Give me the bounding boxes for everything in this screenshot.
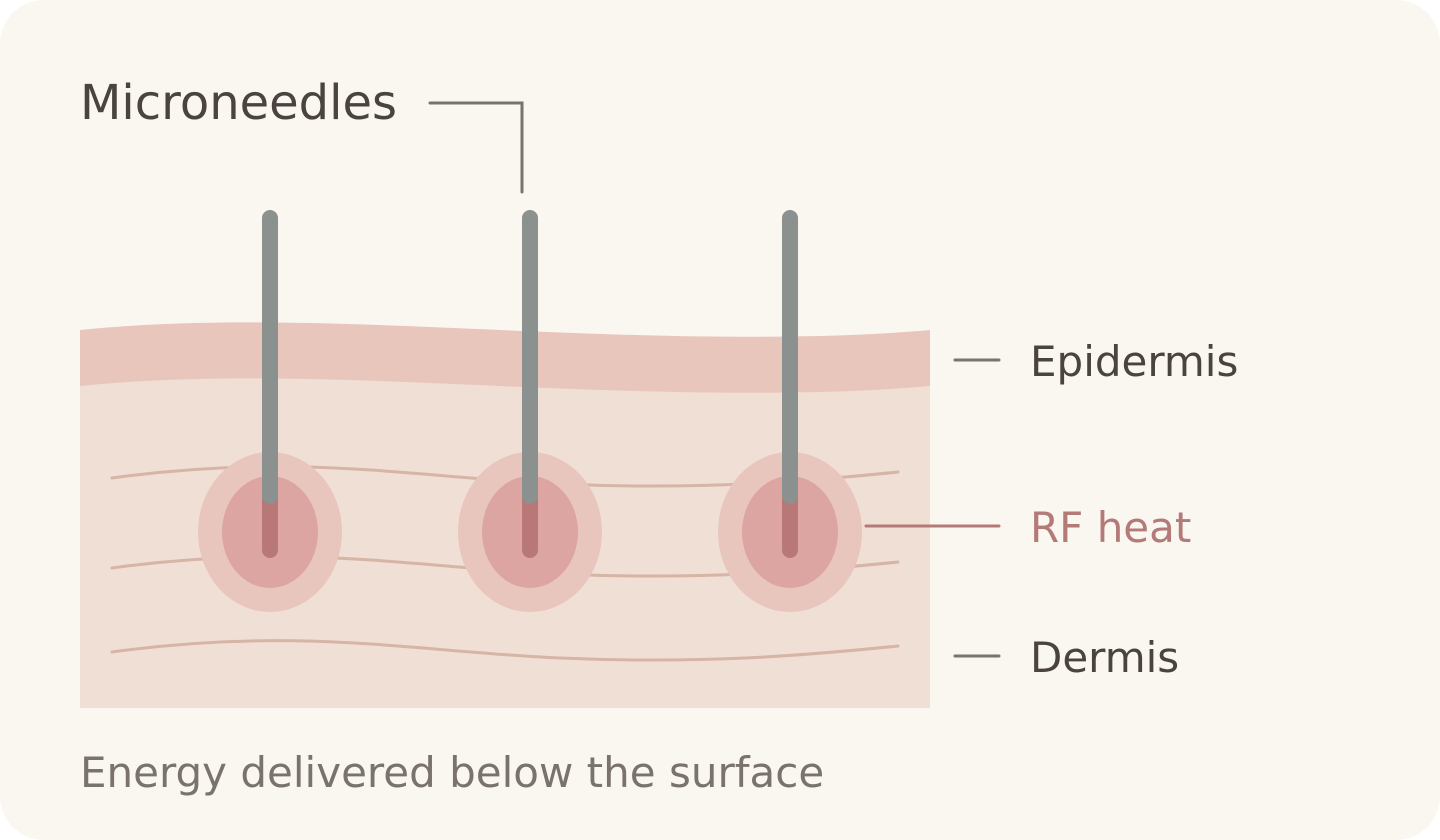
needle-3 xyxy=(782,210,798,558)
dermis-fiber-line-3 xyxy=(110,639,900,662)
dermis-label: Dermis xyxy=(1030,633,1179,682)
needle-shaft-end xyxy=(262,484,278,496)
needle-shaft-end xyxy=(522,484,538,496)
epidermis-label: Epidermis xyxy=(1030,337,1238,386)
microneedles-label: Microneedles xyxy=(80,75,397,131)
needle-1 xyxy=(262,210,278,558)
needle-2 xyxy=(522,210,538,558)
rf-heat-label: RF heat xyxy=(1030,503,1191,552)
caption: Energy delivered below the surface xyxy=(80,748,824,797)
epidermis-layer xyxy=(80,322,930,393)
microneedles-leader-line xyxy=(428,101,524,194)
needle-shaft-end xyxy=(782,484,798,496)
